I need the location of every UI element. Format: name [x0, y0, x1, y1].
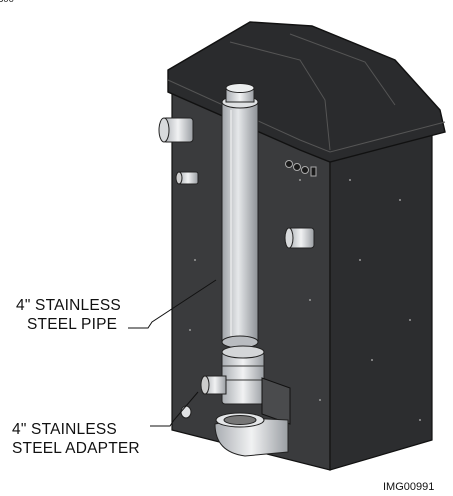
pipe-leader-line	[128, 279, 217, 329]
adapter-callout-line2: STEEL ADAPTER	[12, 440, 140, 457]
drain-fitting	[180, 405, 192, 419]
pipe-callout-line1: 4" STAINLESS	[16, 297, 121, 314]
adapter-callout-label: 4" STAINLESS STEEL ADAPTER	[12, 420, 140, 458]
boiler-top-cover	[167, 21, 446, 163]
left-pipe-stub	[158, 117, 194, 143]
adapter-callout-line1: 4" STAINLESS	[12, 421, 117, 438]
pipe-callout-line2: STEEL PIPE	[27, 316, 118, 333]
stainless-steel-pipe	[221, 83, 259, 349]
adapter-leader-line	[150, 391, 199, 427]
corner-text: 300	[0, 0, 14, 5]
left-small-fitting	[175, 171, 199, 185]
image-id: IMG00991	[383, 481, 435, 493]
control-knobs	[285, 160, 317, 177]
right-pipe-stub	[284, 227, 315, 249]
stainless-steel-adapter	[200, 345, 291, 457]
pipe-callout-label: 4" STAINLESS STEEL PIPE	[16, 296, 121, 334]
